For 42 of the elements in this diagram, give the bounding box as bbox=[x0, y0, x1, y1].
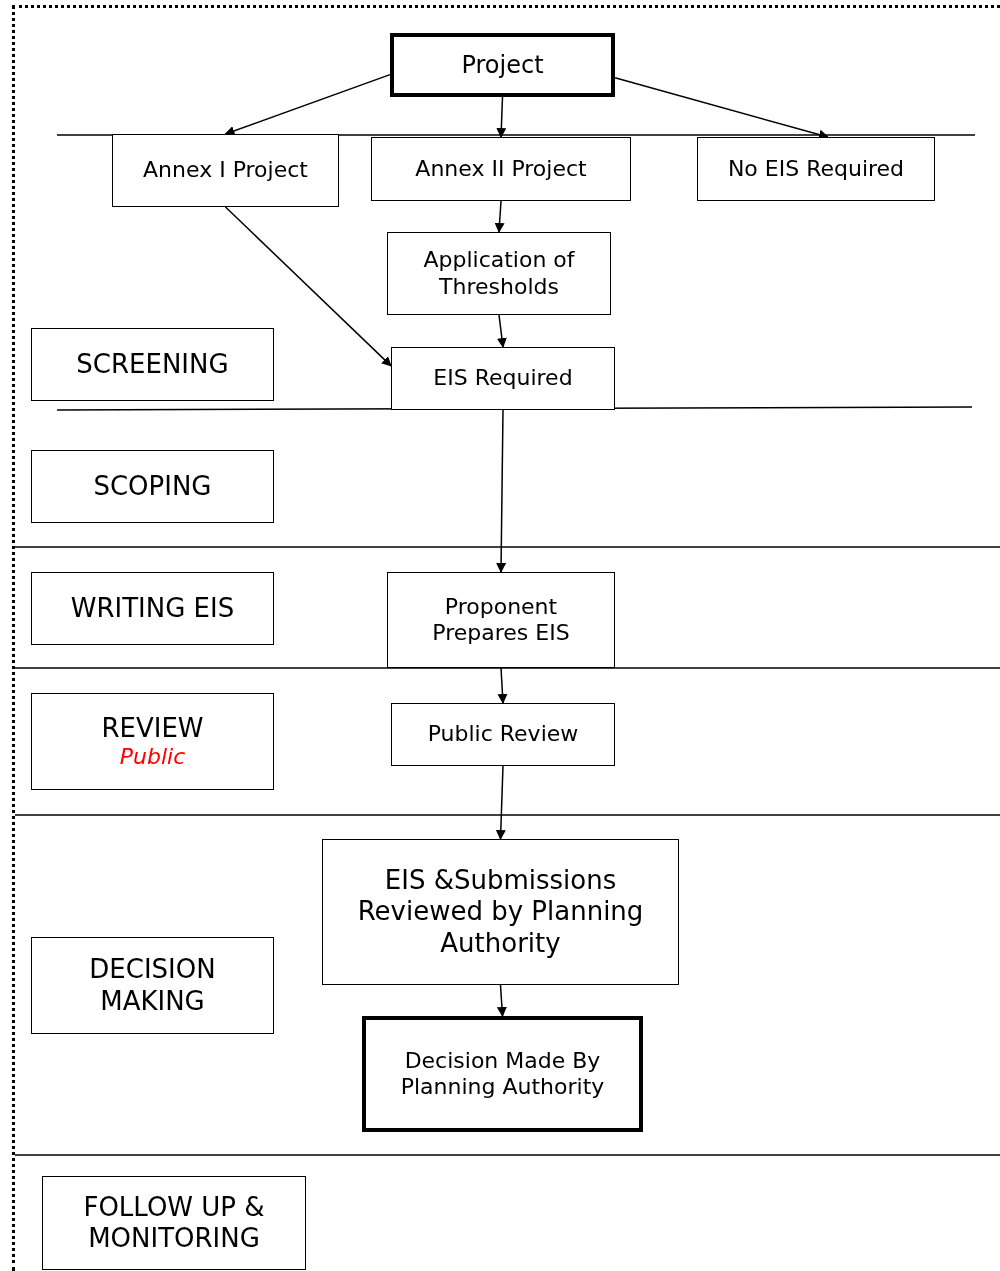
arrow bbox=[496, 984, 507, 1017]
box-label: Public Review bbox=[427, 721, 579, 748]
process-box bbox=[362, 1016, 643, 1132]
box-label: No EIS Required bbox=[727, 155, 905, 183]
process-box bbox=[322, 839, 679, 985]
box-label: Project bbox=[461, 50, 544, 80]
box-label: Annex II Project bbox=[415, 155, 587, 183]
process-box bbox=[390, 33, 615, 97]
box-label: EIS &Submissions Reviewed by Planning Authority bbox=[356, 865, 645, 959]
process-box bbox=[697, 137, 935, 201]
phase-box bbox=[31, 450, 274, 523]
box-label: DECISION MAKING bbox=[88, 954, 217, 1017]
box-label: WRITING EIS bbox=[70, 592, 235, 625]
phase-box bbox=[31, 937, 274, 1034]
arrow bbox=[496, 96, 507, 138]
box-label: Application of Thresholds bbox=[422, 247, 576, 300]
process-box bbox=[387, 232, 611, 315]
phase-box bbox=[42, 1176, 306, 1270]
arrow bbox=[496, 409, 507, 573]
arrow bbox=[224, 73, 391, 136]
box-label: REVIEW bbox=[101, 712, 204, 744]
box-label: SCOPING bbox=[93, 470, 212, 503]
process-box bbox=[391, 703, 615, 766]
phase-box bbox=[31, 693, 274, 790]
process-box bbox=[391, 347, 615, 410]
box-label: SCREENING bbox=[76, 348, 229, 381]
process-box bbox=[112, 134, 339, 207]
arrow bbox=[497, 667, 508, 704]
arrow bbox=[495, 765, 506, 840]
box-label: Decision Made By Planning Authority bbox=[399, 1047, 606, 1101]
box-label: Proponent Prepares EIS bbox=[431, 593, 571, 647]
box-label: EIS Required bbox=[433, 365, 573, 392]
phase-box bbox=[31, 328, 274, 401]
box-note: Public bbox=[119, 743, 186, 771]
arrow bbox=[496, 314, 507, 348]
arrow bbox=[494, 200, 505, 233]
box-label: Annex I Project bbox=[143, 157, 308, 184]
phase-box bbox=[31, 572, 274, 645]
box-label: FOLLOW UP & MONITORING bbox=[82, 1191, 266, 1255]
arrow bbox=[224, 206, 392, 367]
process-box bbox=[387, 572, 615, 668]
process-box bbox=[371, 137, 631, 201]
